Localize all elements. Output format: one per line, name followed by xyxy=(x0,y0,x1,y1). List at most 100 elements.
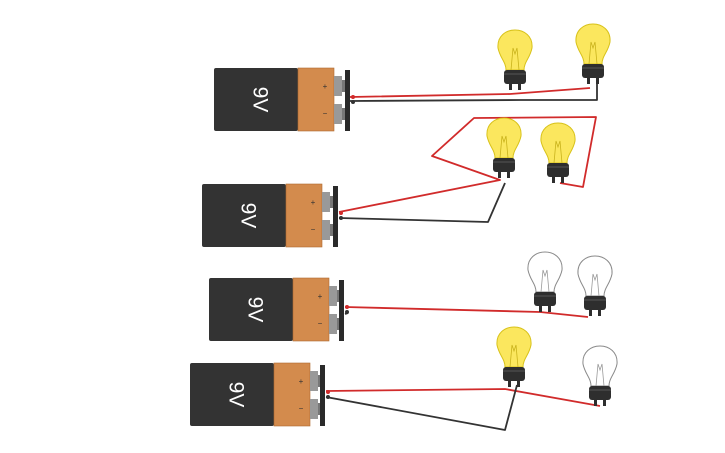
battery-terminal-negative xyxy=(322,220,330,240)
lightbulb-icon xyxy=(575,23,611,84)
bulb-filament xyxy=(510,47,520,71)
bulb-pin xyxy=(498,172,501,178)
battery-terminal-negative xyxy=(310,399,318,419)
battery-connector-dot xyxy=(326,390,330,394)
battery-terminal-positive xyxy=(322,192,330,212)
bulb-pin xyxy=(509,84,512,90)
battery-connector-dot xyxy=(345,310,349,314)
circuit-wires-4 xyxy=(325,384,601,431)
battery-cap xyxy=(292,277,330,342)
wire-positive xyxy=(338,116,597,213)
lightbulb-icon xyxy=(527,251,563,312)
bulb-pin xyxy=(539,306,542,312)
bulbs-layer xyxy=(486,23,618,406)
bulb-pin xyxy=(508,381,511,387)
battery-plus-sign: + xyxy=(318,292,323,301)
battery-4: 9V+− xyxy=(190,362,330,427)
battery-snap-plate xyxy=(320,365,325,426)
battery-terminal-negative xyxy=(329,314,337,334)
bulb-glass xyxy=(497,29,533,71)
battery-terminal-stud xyxy=(337,290,340,302)
battery-body xyxy=(214,68,298,131)
bulb-base xyxy=(589,386,611,400)
lightbulb-icon xyxy=(496,326,532,387)
bulb-filament xyxy=(595,363,605,387)
battery-connector-dot xyxy=(326,395,330,399)
battery-body xyxy=(202,184,286,247)
bulb-pin xyxy=(552,177,555,183)
batteries-layer: 9V+−9V+−9V+−9V+− xyxy=(190,67,355,427)
bulb-glass xyxy=(575,23,611,65)
battery-snap-plate xyxy=(345,70,350,131)
battery-terminal-stud xyxy=(330,224,333,236)
battery-voltage-label: 9V xyxy=(244,297,267,323)
battery-connector-dot xyxy=(351,95,355,99)
battery-terminal-stud xyxy=(318,403,321,415)
bulb-filament xyxy=(509,344,519,368)
bulb-glass xyxy=(577,255,613,297)
battery-terminal-stud xyxy=(337,318,340,330)
battery-body xyxy=(209,278,293,341)
wire-negative xyxy=(349,83,598,102)
circuit-wires-1 xyxy=(349,83,598,102)
battery-connector-dot xyxy=(345,305,349,309)
bulb-filament xyxy=(588,41,598,65)
bulb-filament xyxy=(499,135,509,159)
bulb-base xyxy=(582,64,604,78)
battery-snap-plate xyxy=(339,280,344,341)
wire-negative xyxy=(325,384,518,431)
bulb-pin xyxy=(603,400,606,406)
lightbulb-icon xyxy=(577,255,613,316)
battery-terminal-stud xyxy=(330,196,333,208)
battery-2: 9V+− xyxy=(202,183,343,248)
battery-body xyxy=(190,363,274,426)
battery-plus-sign: + xyxy=(311,198,316,207)
bulb-pin xyxy=(587,78,590,84)
battery-terminal-stud xyxy=(342,108,345,120)
battery-voltage-label: 9V xyxy=(225,382,248,408)
battery-cap xyxy=(297,67,335,132)
battery-terminal-stud xyxy=(318,375,321,387)
battery-connector-dot xyxy=(351,100,355,104)
bulb-pin xyxy=(517,381,520,387)
bulb-pin xyxy=(598,310,601,316)
battery-connector-dot xyxy=(339,216,343,220)
bulb-filament xyxy=(540,269,550,293)
lightbulb-icon xyxy=(486,117,522,178)
lightbulb-icon xyxy=(540,122,576,183)
wire-positive xyxy=(344,306,589,318)
bulb-pin xyxy=(596,78,599,84)
bulb-pin xyxy=(548,306,551,312)
bulb-base xyxy=(584,296,606,310)
bulb-filament xyxy=(553,140,563,164)
battery-terminal-positive xyxy=(310,371,318,391)
bulb-base xyxy=(503,367,525,381)
lightbulb-icon xyxy=(497,29,533,90)
wire-positive xyxy=(325,388,601,407)
circuit-wires-2 xyxy=(338,116,597,223)
bulb-pin xyxy=(507,172,510,178)
wire-negative xyxy=(338,182,506,223)
wire-positive xyxy=(349,87,591,98)
bulb-pin xyxy=(594,400,597,406)
bulb-base xyxy=(534,292,556,306)
bulb-base xyxy=(504,70,526,84)
battery-terminal-positive xyxy=(329,286,337,306)
bulb-glass xyxy=(527,251,563,293)
battery-connector-dot xyxy=(339,211,343,215)
battery-cap xyxy=(273,362,311,427)
bulb-glass xyxy=(486,117,522,159)
battery-terminal-positive xyxy=(334,76,342,96)
bulb-base xyxy=(547,163,569,177)
battery-snap-plate xyxy=(333,186,338,247)
bulb-base xyxy=(493,158,515,172)
battery-plus-sign: + xyxy=(299,377,304,386)
bulb-glass xyxy=(582,345,618,387)
battery-voltage-label: 9V xyxy=(249,87,272,113)
battery-1: 9V+− xyxy=(214,67,355,132)
battery-minus-sign: − xyxy=(311,225,316,234)
bulb-pin xyxy=(589,310,592,316)
battery-terminal-stud xyxy=(342,80,345,92)
bulb-pin xyxy=(561,177,564,183)
